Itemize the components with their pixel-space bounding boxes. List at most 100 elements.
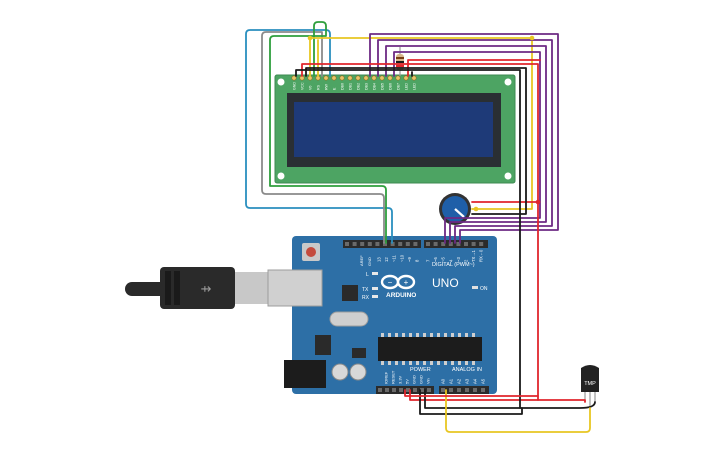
power-pin-label: 3.3V (398, 375, 403, 384)
header-hole[interactable] (385, 388, 389, 392)
lcd-pin-label: DB1 (348, 83, 352, 90)
lcd-pin[interactable] (323, 75, 329, 81)
lcd-pin[interactable] (291, 75, 297, 81)
lcd-pin[interactable] (411, 75, 417, 81)
small-ic (352, 348, 366, 358)
header-hole[interactable] (456, 242, 461, 246)
digital-pin-holes (345, 242, 484, 246)
lcd-pin[interactable] (363, 75, 369, 81)
header-hole[interactable] (448, 242, 453, 246)
digital-pin-label: 13 (377, 257, 382, 262)
chip-leg (451, 361, 454, 365)
header-hole[interactable] (360, 242, 365, 246)
header-hole[interactable] (378, 388, 382, 392)
header-hole[interactable] (457, 388, 461, 392)
header-hole[interactable] (405, 242, 410, 246)
header-hole[interactable] (433, 242, 438, 246)
header-hole[interactable] (399, 388, 403, 392)
header-hole[interactable] (481, 388, 485, 392)
digital-pin-label: ~6 (433, 257, 438, 262)
lcd-pin[interactable] (347, 75, 353, 81)
resistor[interactable] (396, 47, 404, 76)
chip-leg (423, 333, 426, 337)
header-hole[interactable] (473, 388, 477, 392)
wire-gray[interactable] (261, 31, 385, 244)
arduino-uno-board[interactable]: ⇸ − + ARDUINO UNO ON L TX RX (125, 236, 497, 394)
lcd-pin[interactable] (387, 75, 393, 81)
led-tx-label: TX (362, 287, 369, 293)
wire-purple[interactable] (377, 39, 553, 244)
header-hole[interactable] (413, 242, 418, 246)
potentiometer-indicator (454, 208, 465, 218)
header-hole[interactable] (449, 388, 453, 392)
header-hole[interactable] (427, 388, 431, 392)
lcd-pin[interactable] (371, 75, 377, 81)
lcd-pin[interactable] (355, 75, 361, 81)
wire-blue[interactable] (245, 29, 393, 244)
led-rx (372, 295, 378, 298)
wire-purple[interactable] (393, 51, 541, 244)
chip-leg (458, 333, 461, 337)
wire-red[interactable] (404, 389, 539, 397)
header-hole[interactable] (375, 242, 380, 246)
chip-leg (402, 333, 405, 337)
digital-pin-label: ~11 (392, 255, 397, 262)
header-hole[interactable] (392, 388, 396, 392)
digital-pin-label: 2 (464, 259, 469, 262)
header-hole[interactable] (390, 242, 395, 246)
header-hole[interactable] (420, 388, 424, 392)
usb-plug-grip (174, 271, 180, 305)
lcd-pin-label: RS (316, 84, 320, 90)
wire-black[interactable] (305, 67, 527, 215)
usb-cable-strain-relief (125, 282, 167, 296)
lcd-pin-label: E (332, 87, 336, 90)
arduino-model-text: UNO (432, 276, 459, 290)
wire-purple[interactable] (385, 45, 547, 244)
header-hole[interactable] (383, 242, 387, 246)
header-hole[interactable] (367, 242, 372, 246)
header-hole[interactable] (471, 242, 476, 246)
lcd-pin[interactable] (403, 75, 409, 81)
gnd-label: GND (367, 257, 372, 266)
analog-pin-label: A1 (449, 378, 454, 384)
analog-section-label: ANALOG IN (452, 367, 482, 373)
header-hole[interactable] (406, 388, 410, 392)
header-hole[interactable] (441, 242, 446, 246)
header-hole[interactable] (441, 388, 445, 392)
wire-black[interactable] (295, 69, 521, 409)
wire-black[interactable] (519, 401, 596, 409)
chip-leg (381, 333, 384, 337)
lcd-pin-label: RW (324, 83, 328, 90)
digital-pin-label: ~9 (407, 257, 412, 262)
header-hole[interactable] (426, 242, 430, 246)
wire-red[interactable] (301, 63, 539, 401)
chip-leg (416, 361, 419, 365)
header-hole[interactable] (464, 242, 468, 246)
lcd-pin[interactable] (339, 75, 345, 81)
wire-black[interactable] (419, 389, 523, 415)
lcd-pin[interactable] (395, 75, 401, 81)
reset-button-cap[interactable] (306, 247, 316, 257)
header-hole[interactable] (413, 388, 417, 392)
header-hole[interactable] (398, 242, 403, 246)
chip-leg (402, 361, 405, 365)
lcd-pin[interactable] (331, 75, 337, 81)
analog-pin-label: A3 (465, 378, 470, 384)
lcd-pin[interactable] (379, 75, 385, 81)
wire-green[interactable] (269, 21, 387, 244)
header-hole[interactable] (465, 388, 469, 392)
header-hole[interactable] (352, 242, 357, 246)
potentiometer[interactable] (439, 193, 471, 225)
header-hole[interactable] (479, 242, 484, 246)
lcd-pin-label: DB7 (396, 83, 400, 90)
wire-red[interactable] (537, 399, 586, 403)
analog-header (439, 386, 489, 394)
temperature-sensor[interactable]: TMP (581, 365, 599, 408)
wire-purple[interactable] (369, 33, 559, 244)
wire-yellow[interactable] (445, 389, 591, 433)
header-hole[interactable] (345, 242, 349, 246)
